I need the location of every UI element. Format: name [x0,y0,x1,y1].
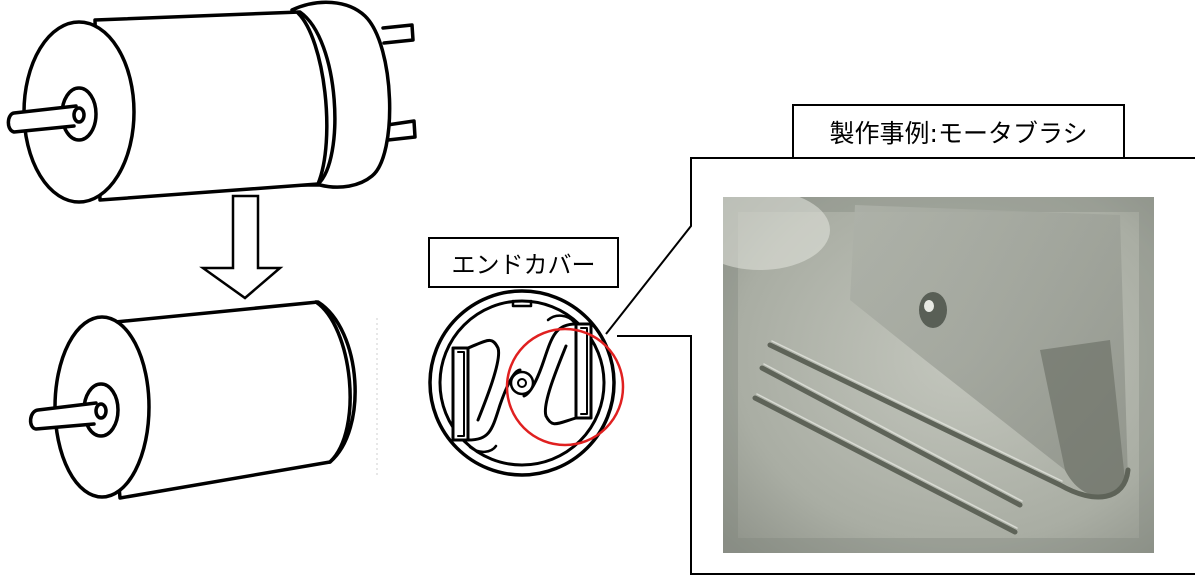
hole-highlight [924,300,934,312]
motor-brush-photo [723,197,1154,553]
highlight-circle [505,327,625,447]
end-cover-front-view [428,289,616,477]
commutator [509,370,535,396]
brush-spring-left-outer [466,339,501,422]
brush-holder-right-inner [580,327,588,415]
end-cover-inner-ring [438,299,606,467]
callout-leader-lower [617,335,1195,575]
example-label: 製作事例:モータブラシ [792,104,1125,159]
terminal-pin-upper [381,23,415,45]
brush-fingers [752,342,1131,535]
shaft-bottom [28,401,98,431]
brush-plate-shadow [1040,340,1125,497]
shaft-top [6,104,78,134]
end-cover-label: エンドカバー [428,237,619,288]
brush-holder-left [451,346,470,442]
motor-with-end-cover [6,0,417,204]
down-arrow-icon [199,194,284,300]
cover-notch [511,299,533,308]
shaft-end-bottom [94,402,108,420]
mount-tab-top [546,314,576,324]
terminal-pin-lower [385,119,417,142]
brush-finger [752,395,1018,535]
shaft-end-top [72,106,86,124]
motor-without-end-cover [28,300,357,500]
body-rim-bottom [314,300,352,464]
brush-holder-right [574,322,593,420]
brush-spring-right-outer [543,344,578,426]
commutator-center [517,378,527,388]
brush-finger [767,342,1131,500]
mount-tab-bottom [468,444,498,454]
mounting-hole [919,292,947,328]
brush-holder-left-inner [457,351,465,437]
cover-seam [296,11,329,186]
brush-finger [759,365,1023,508]
